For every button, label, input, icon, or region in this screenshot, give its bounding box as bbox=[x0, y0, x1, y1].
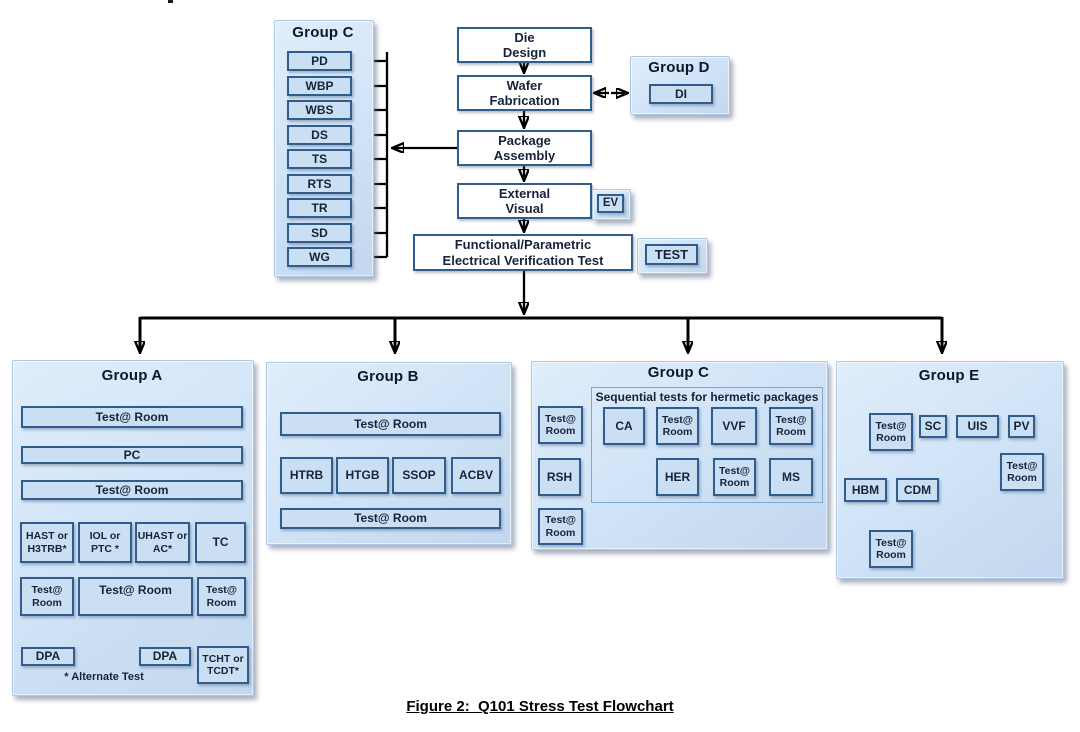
group-c-test-room-bottom: Test@ Room bbox=[538, 508, 583, 545]
group-d-title: Group D bbox=[648, 59, 710, 76]
node-ts: TS bbox=[287, 149, 352, 169]
group-b-htgb: HTGB bbox=[336, 457, 389, 494]
sequential-tests-box bbox=[591, 387, 823, 503]
group-c-her: HER bbox=[656, 458, 699, 496]
node-ds: DS bbox=[287, 125, 352, 145]
node-external-visual: External Visual bbox=[457, 183, 592, 219]
stray-mark bbox=[168, 0, 173, 3]
node-electrical-test: Functional/Parametric Electrical Verific… bbox=[413, 234, 633, 271]
figure-caption: Figure 2: Q101 Stress Test Flowchart bbox=[406, 698, 674, 715]
group-e-title: Group E bbox=[918, 367, 980, 384]
group-a-test-room-right: Test@ Room bbox=[197, 577, 246, 616]
test-badge: TEST bbox=[645, 244, 698, 265]
group-a-test-room-2: Test@ Room bbox=[21, 480, 243, 500]
group-a-test-room-wide: Test@ Room bbox=[78, 577, 193, 616]
group-a-test-room-1: Test@ Room bbox=[21, 406, 243, 428]
node-die-design: Die Design bbox=[457, 27, 592, 63]
group-e-cdm: CDM bbox=[896, 478, 939, 502]
group-a-branch-hast: HAST or H3TRB* bbox=[20, 522, 74, 563]
node-wg: WG bbox=[287, 247, 352, 267]
group-b-htrb: HTRB bbox=[280, 457, 333, 494]
group-a-dpa-left: DPA bbox=[21, 647, 75, 666]
group-c-rsh: RSH bbox=[538, 458, 581, 496]
group-c-ca: CA bbox=[603, 407, 645, 445]
group-b-ssop: SSOP bbox=[392, 457, 446, 494]
group-e-sc: SC bbox=[919, 415, 947, 438]
group-a-branch-uhast: UHAST or AC* bbox=[135, 522, 190, 563]
group-e-test-room-right: Test@ Room bbox=[1000, 453, 1044, 491]
node-pd: PD bbox=[287, 51, 352, 71]
group-e-test-room-bottom: Test@ Room bbox=[869, 530, 913, 568]
group-c-test-room-3: Test@ Room bbox=[769, 407, 813, 445]
group-e-test-room-left: Test@ Room bbox=[869, 413, 913, 451]
node-sd: SD bbox=[287, 223, 352, 243]
node-wbp: WBP bbox=[287, 76, 352, 96]
group-a-test-room-left: Test@ Room bbox=[20, 577, 74, 616]
node-tr: TR bbox=[287, 198, 352, 218]
node-di: DI bbox=[649, 84, 713, 104]
group-a-pc: PC bbox=[21, 446, 243, 464]
group-a-tcht: TCHT or TCDT* bbox=[197, 646, 249, 684]
group-b-test-room-top: Test@ Room bbox=[280, 412, 501, 436]
group-a-footnote: * Alternate Test bbox=[64, 671, 144, 683]
node-wbs: WBS bbox=[287, 100, 352, 120]
group-a-branch-iol: IOL or PTC * bbox=[78, 522, 132, 563]
node-rts: RTS bbox=[287, 174, 352, 194]
group-a-title: Group A bbox=[101, 367, 163, 384]
group-b-acbv: ACBV bbox=[451, 457, 501, 494]
group-c-ms: MS bbox=[769, 458, 813, 496]
ev-badge: EV bbox=[597, 194, 624, 213]
group-b-test-room-bottom: Test@ Room bbox=[280, 508, 501, 529]
group-c-test-room-entry: Test@ Room bbox=[538, 406, 583, 444]
group-b-title: Group B bbox=[357, 368, 419, 385]
group-e-uis: UIS bbox=[956, 415, 999, 438]
group-c-top-title: Group C bbox=[292, 24, 354, 41]
group-c-vvf: VVF bbox=[711, 407, 757, 445]
group-e-pv: PV bbox=[1008, 415, 1035, 438]
group-a-dpa-mid: DPA bbox=[139, 647, 191, 666]
group-c-test-room-4: Test@ Room bbox=[713, 458, 756, 496]
node-package-assembly: Package Assembly bbox=[457, 130, 592, 166]
sequential-tests-label: Sequential tests for hermetic packages bbox=[595, 390, 819, 404]
group-a-branch-tc: TC bbox=[195, 522, 246, 563]
group-c-bottom-title: Group C bbox=[647, 364, 710, 381]
group-e-hbm: HBM bbox=[844, 478, 887, 502]
group-c-test-room-2: Test@ Room bbox=[656, 407, 699, 445]
node-wafer-fabrication: Wafer Fabrication bbox=[457, 75, 592, 111]
